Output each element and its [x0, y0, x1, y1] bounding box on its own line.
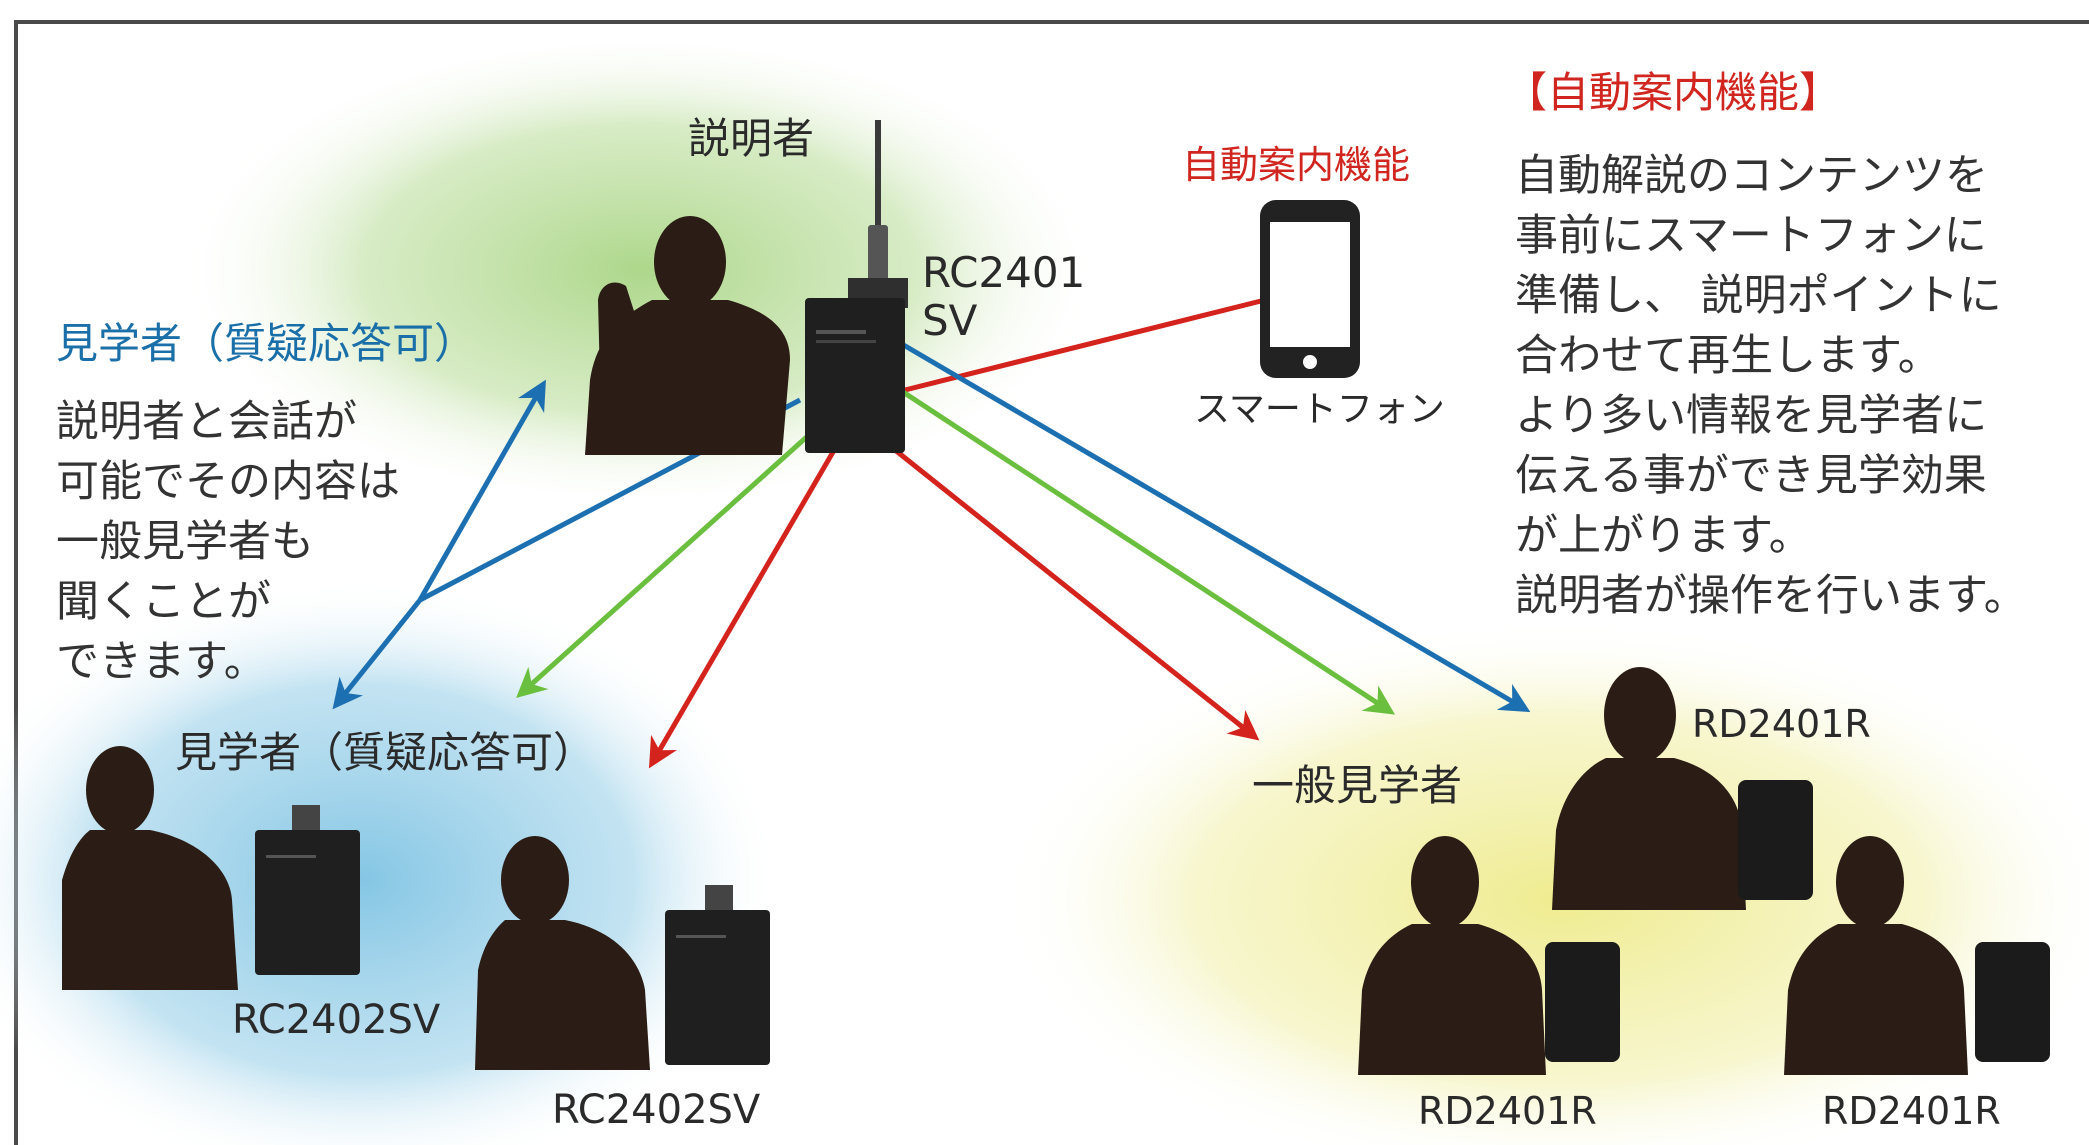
blue-broadcast-arrow	[893, 337, 1531, 713]
qa-description-line: 聞くことが	[56, 577, 271, 627]
qa-visitor-silhouette-icon	[475, 836, 650, 1070]
auto-guide-line: 準備し、 説明ポイントに	[1515, 271, 2002, 321]
diagram-frame	[14, 20, 2089, 1145]
transmitter-device-icon	[805, 120, 908, 453]
general-visitor-silhouette-icon	[1784, 836, 1968, 1075]
qa-description: 説明者と会話が 可能でその内容は 一般見学者も 聞くことが できます。	[56, 392, 400, 692]
auto-guide-line: 合わせて再生します。	[1515, 331, 1941, 381]
auto-guide-line: 説明者が操作を行います。	[1515, 571, 2027, 621]
qa-visitor-group-label: 見学者（質疑応答可）	[175, 728, 596, 777]
receiver-device-icon	[1975, 942, 2050, 1062]
rc2402-label: RC2402SV	[232, 997, 441, 1043]
presenter-silhouette-icon	[585, 216, 790, 455]
qa-description-line: 説明者と会話が	[56, 397, 357, 447]
transmitter-model-line2: SV	[922, 296, 978, 345]
general-visitor-silhouette-icon	[1358, 836, 1546, 1075]
auto-guide-line: より多い情報を見学者に	[1515, 391, 1988, 441]
green-broadcast-arrows	[516, 387, 1396, 715]
smartphone-icon	[1260, 200, 1360, 378]
auto-guide-line: が上がります。	[1515, 511, 1812, 561]
qa-description-line: 可能でその内容は	[56, 457, 400, 507]
auto-guide-line: 事前にスマートフォンに	[1515, 211, 1987, 261]
receiver-device-icon	[255, 805, 360, 975]
qa-visitor-heading: 見学者（質疑応答可）	[56, 319, 477, 368]
qa-visitor-silhouette-icon	[62, 746, 238, 990]
smartphone-link	[904, 297, 1266, 393]
smartphone-label: スマートフォン	[1194, 389, 1445, 430]
auto-guide-line: 自動解説のコンテンツを	[1515, 151, 1988, 201]
receiver-device-icon	[665, 885, 770, 1065]
auto-guide-panel-heading: 【自動案内機能】	[1505, 68, 1842, 117]
qa-description-line: 一般見学者も	[56, 517, 314, 567]
transmitter-model-line1: RC2401	[922, 248, 1086, 297]
general-visitor-silhouette-icon	[1552, 667, 1746, 910]
receiver-device-icon	[1738, 780, 1813, 900]
qa-description-line: できます。	[56, 637, 267, 687]
auto-guide-label: 自動案内機能	[1182, 143, 1411, 187]
general-visitors-label: 一般見学者	[1252, 761, 1463, 810]
rc2402-label: RC2402SV	[552, 1087, 761, 1133]
presenter-label: 説明者	[688, 114, 815, 163]
auto-guide-line: 伝える事ができ見学効果	[1515, 451, 1987, 501]
rd2401-label: RD2401R	[1822, 1089, 2001, 1133]
rd2401-label: RD2401R	[1418, 1089, 1597, 1133]
receiver-device-icon	[1545, 942, 1620, 1062]
red-broadcast-arrows	[648, 438, 1260, 769]
rd2401-label: RD2401R	[1692, 702, 1871, 746]
auto-guide-panel-body: 自動解説のコンテンツを 事前にスマートフォンに 準備し、 説明ポイントに 合わせ…	[1515, 146, 2027, 626]
